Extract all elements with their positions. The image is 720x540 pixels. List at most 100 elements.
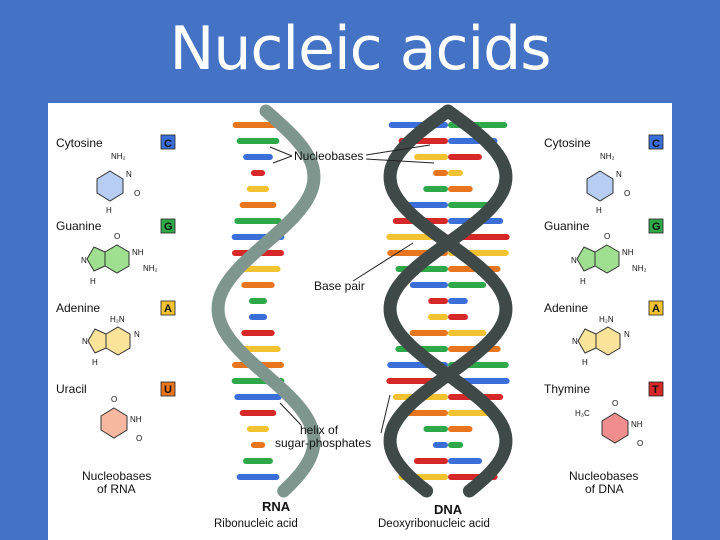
base-name: Cytosine: [544, 136, 591, 150]
base-segment: [428, 314, 448, 320]
base-segment: [248, 314, 268, 320]
base-letter: T: [652, 384, 659, 396]
dna-subtitle: Deoxyribonucleic acid: [378, 518, 490, 530]
base-letter: A: [164, 303, 172, 315]
caption-rna-bases: of RNA: [97, 482, 136, 496]
rna-subtitle: Ribonucleic acid: [214, 518, 298, 530]
caption-dna-bases: Nucleobases: [569, 469, 638, 483]
base-segment: [448, 426, 473, 432]
base-segment: [234, 218, 282, 224]
atom-label: N: [572, 337, 578, 346]
atom-label: NH: [130, 415, 142, 424]
nucleic-acid-diagram: Cytosine C Guanine G Adenine A Uracil U …: [56, 104, 664, 530]
rna-base-adenine: Adenine A: [56, 300, 176, 316]
base-segment: [241, 282, 275, 288]
base-segment: [423, 426, 448, 432]
callout-label: Base pair: [314, 279, 365, 293]
base-segment: [413, 458, 448, 464]
base-segment: [448, 410, 491, 416]
callout-arrow: [365, 158, 435, 164]
base-letter: A: [652, 303, 660, 315]
callout-label: Nucleobases: [294, 149, 363, 163]
base-letter-badge: [160, 300, 176, 316]
atom-label: NH₂: [111, 152, 126, 161]
rna-helix: [211, 104, 321, 498]
atom-label: O: [624, 189, 630, 198]
callout-arrow: [272, 155, 293, 164]
callout-arrow: [352, 242, 414, 282]
base-segment: [448, 186, 473, 192]
base-segment: [448, 442, 464, 448]
base-segment: [432, 442, 448, 448]
base-name: Guanine: [56, 219, 102, 233]
slide-title: Nucleic acids: [169, 14, 552, 84]
atom-label: N: [134, 330, 140, 339]
base-segment: [405, 410, 448, 416]
base-letter-badge: [648, 381, 664, 397]
atom-label: NH₂: [600, 152, 615, 161]
base-segment: [448, 298, 468, 304]
cytosine-structure: NH₂ N O H: [96, 152, 140, 215]
base-segment: [433, 170, 448, 176]
base-letter: G: [652, 221, 661, 233]
base-segment: [236, 138, 280, 144]
base-name: Adenine: [56, 301, 100, 315]
base-letter-badge: [160, 381, 176, 397]
atom-label: N: [616, 170, 622, 179]
base-segment: [250, 442, 266, 448]
base-letter-badge: [160, 218, 176, 234]
base-letter-badge: [160, 134, 176, 150]
atom-label: NH₂: [143, 264, 158, 273]
rna-title: RNA: [262, 499, 291, 514]
atom-label: N: [81, 256, 87, 265]
base-segment: [243, 458, 273, 464]
base-segment: [243, 154, 273, 160]
atom-label: NH₂: [632, 264, 647, 273]
atom-label: H: [582, 358, 588, 367]
adenine-structure: H₂N N N H: [82, 315, 140, 367]
atom-label: N: [624, 330, 630, 339]
base-segment: [236, 474, 280, 480]
base-segment: [234, 394, 282, 400]
base-letter-badge: [648, 300, 664, 316]
base-letter: G: [164, 221, 173, 233]
base-segment: [239, 410, 277, 416]
atom-label: O: [134, 189, 140, 198]
base-letter: U: [164, 384, 172, 396]
atom-label: O: [637, 439, 643, 448]
atom-label: H₂N: [599, 315, 614, 324]
atom-label: H: [90, 277, 96, 286]
cytosine-structure-dna: NH₂ N O H: [586, 152, 630, 215]
guanine-structure: NH NH₂ O N H: [81, 232, 158, 286]
atom-label: O: [114, 232, 120, 241]
atom-label: H₃C: [575, 409, 590, 418]
base-segment: [409, 282, 448, 288]
base-name: Cytosine: [56, 136, 103, 150]
base-segment: [448, 330, 487, 336]
atom-label: H: [106, 206, 112, 215]
callout-arrow: [380, 394, 391, 434]
base-segment: [448, 154, 482, 160]
atom-label: O: [604, 232, 610, 241]
caption-dna-bases: of DNA: [585, 482, 624, 496]
dna-base-guanine: Guanine G: [544, 218, 664, 234]
caption-rna-bases: Nucleobases: [82, 469, 151, 483]
base-segment: [428, 298, 448, 304]
base-segment: [409, 330, 448, 336]
base-segment: [248, 298, 268, 304]
atom-label: N: [82, 337, 88, 346]
base-segment: [239, 202, 277, 208]
base-name: Thymine: [544, 382, 590, 396]
dna-base-thymine: Thymine T: [544, 381, 664, 397]
base-segment: [423, 186, 448, 192]
base-segment: [250, 170, 266, 176]
callout-nucleobases: Nucleobases: [269, 144, 435, 164]
callout-label: sugar-phosphates: [275, 436, 371, 450]
rna-base-guanine: Guanine G: [56, 218, 176, 234]
dna-base-adenine: Adenine A: [544, 300, 664, 316]
thymine-structure: O H₃C NH O: [575, 399, 643, 448]
callout-label: helix of: [300, 423, 339, 437]
rna-base-cytosine: Cytosine C: [56, 134, 176, 150]
atom-label: NH: [631, 420, 643, 429]
atom-label: H: [580, 277, 586, 286]
